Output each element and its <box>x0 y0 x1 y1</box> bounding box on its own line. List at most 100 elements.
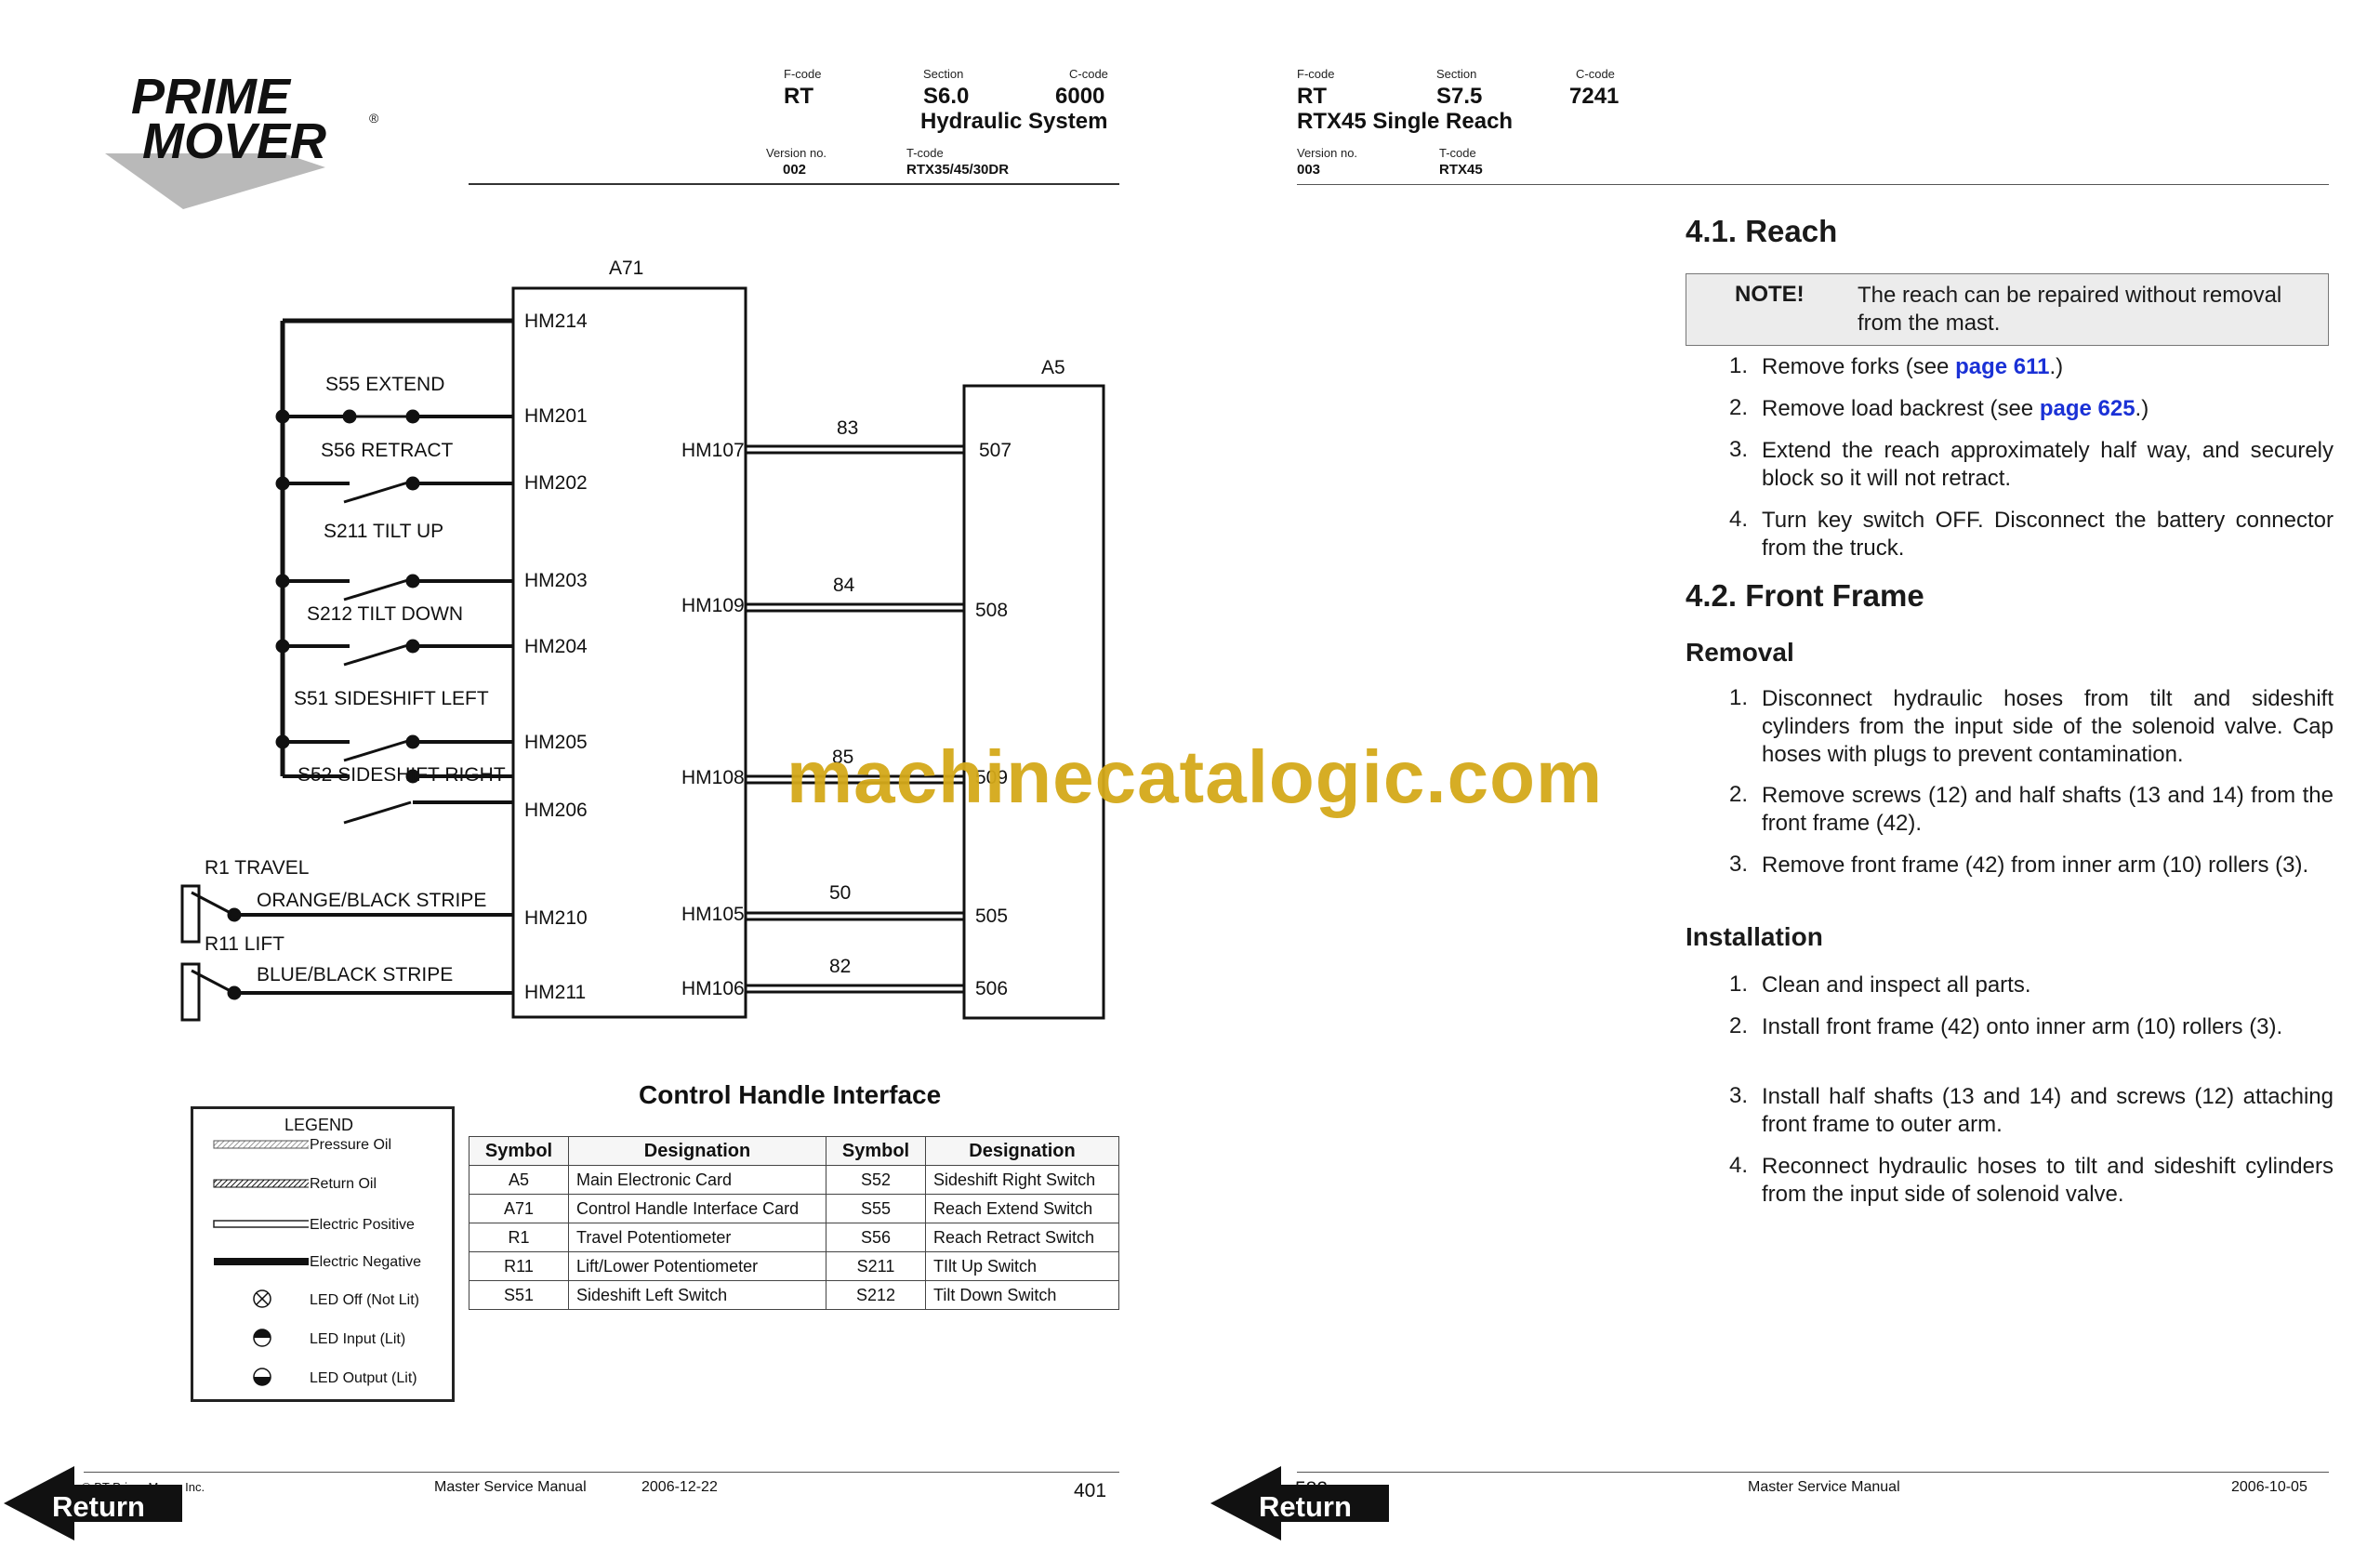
reach-step-2-text: Remove load backrest (see <box>1762 396 2040 421</box>
table-cell: S56 <box>826 1223 926 1252</box>
legend-item-label: Electric Negative <box>310 1254 422 1270</box>
a71-label: A71 <box>609 258 643 279</box>
table-title: Control Handle Interface <box>639 1080 942 1109</box>
install-step-3: Install half shafts (13 and 14) and scre… <box>1762 1084 2334 1137</box>
page-611-link[interactable]: page 611 <box>1955 354 2050 379</box>
table-header: Symbol <box>469 1136 569 1166</box>
install-step-4: Reconnect hydraulic hoses to tilt and si… <box>1762 1154 2334 1207</box>
left-header-rule <box>469 183 1119 185</box>
logo-line2: MOVER <box>142 113 326 169</box>
table-cell: Sideshift Left Switch <box>568 1280 826 1310</box>
a5-box <box>962 384 1105 1020</box>
left-section: S6.0 <box>923 84 970 109</box>
pin-hm105: HM105 <box>681 904 745 925</box>
wire-85: 85 <box>832 747 853 768</box>
wiring-diagram: A71 A5 S55 EXTEND S56 RETRACT S211 TILT … <box>180 258 1105 1022</box>
pin-hm214: HM214 <box>524 311 588 332</box>
table-cell: Reach Extend Switch <box>925 1194 1119 1223</box>
left-footer-page: 401 <box>1074 1480 1107 1501</box>
install-step-number: 2. <box>1729 1013 1749 1038</box>
left-return-button[interactable]: Return <box>0 1464 186 1542</box>
left-tcode: RTX35/45/30DR <box>906 162 1010 178</box>
right-ccode: 7241 <box>1569 84 1620 109</box>
a5-label: A5 <box>1041 357 1065 378</box>
switch-s55-label: S55 EXTEND <box>325 374 444 395</box>
table-header: Symbol <box>826 1136 926 1166</box>
pin-hm108: HM108 <box>681 767 745 788</box>
pin-hm205: HM205 <box>524 732 588 753</box>
right-ccode-label: C-code <box>1576 67 1615 81</box>
table-cell: R11 <box>469 1251 569 1281</box>
left-footer-date: 2006-12-22 <box>641 1479 718 1495</box>
logo-line1: PRIME <box>131 69 292 125</box>
table-cell: Reach Retract Switch <box>925 1223 1119 1252</box>
right-footer-manual: Master Service Manual <box>1748 1479 1900 1495</box>
table-cell: Main Electronic Card <box>568 1165 826 1195</box>
left-fcode: RT <box>784 84 813 109</box>
left-fcode-label: F-code <box>784 67 822 81</box>
table-cell: Control Handle Interface Card <box>568 1194 826 1223</box>
table-row: A71 Control Handle Interface Card S55 Re… <box>469 1194 1119 1223</box>
left-version: 002 <box>783 162 807 178</box>
watermark: machinecatalogic.com <box>787 735 1604 818</box>
right-footer-rule <box>1297 1472 2329 1473</box>
reach-step-number: 4. <box>1729 507 1749 532</box>
right-return-label: Return <box>1259 1490 1352 1523</box>
left-footer-rule <box>84 1472 1119 1473</box>
legend-item-label: Return Oil <box>310 1176 377 1192</box>
install-step-number: 1. <box>1729 972 1749 997</box>
led-off-icon <box>253 1289 271 1308</box>
right-return-arrow-icon <box>1210 1466 1389 1540</box>
electric-positive-symbol <box>213 1220 309 1228</box>
table-cell: S211 <box>826 1251 926 1281</box>
reach-step-1-end: .) <box>2049 354 2064 379</box>
left-ccode-label: C-code <box>1069 67 1108 81</box>
interconnect-wires <box>746 444 964 994</box>
table-cell: S55 <box>826 1194 926 1223</box>
pin-hm107: HM107 <box>681 440 745 461</box>
switch-s51-label: S51 SIDESHIFT LEFT <box>294 688 489 709</box>
electric-negative-symbol <box>214 1258 309 1265</box>
left-title: Hydraulic System <box>920 109 1108 134</box>
right-fcode-label: F-code <box>1297 67 1335 81</box>
right-section: S7.5 <box>1436 84 1483 109</box>
reach-step-number: 3. <box>1729 437 1749 462</box>
pin-507: 507 <box>979 440 1012 461</box>
wire-83: 83 <box>837 417 858 439</box>
right-return-button[interactable]: Return <box>1207 1464 1393 1542</box>
reach-step-2-end: .) <box>2135 396 2149 421</box>
removal-step-number: 3. <box>1729 852 1749 877</box>
logo-graphic: PRIME MOVER ® <box>105 69 379 209</box>
reach-step-number: 1. <box>1729 353 1749 378</box>
reach-step-2: Remove load backrest (see page 625.) <box>1762 395 2334 423</box>
pin-505: 505 <box>975 906 1008 927</box>
left-tcode-label: T-code <box>906 146 944 160</box>
switch-s212-label: S212 TILT DOWN <box>307 603 463 625</box>
legend-box: LEGEND Pressure Oil Return Oil El <box>191 1106 455 1402</box>
pin-hm211: HM211 <box>524 982 586 1003</box>
removal-heading: Removal <box>1686 638 1794 667</box>
pot-r11-label: R11 LIFT <box>205 933 284 955</box>
a71-box <box>511 286 747 1019</box>
right-tcode: RTX45 <box>1439 162 1483 178</box>
right-fcode: RT <box>1297 84 1327 109</box>
table-header: Designation <box>925 1136 1119 1166</box>
page-625-link[interactable]: page 625 <box>2039 396 2135 421</box>
prime-mover-logo: PRIME MOVER ® <box>98 65 395 214</box>
left-footer-manual: Master Service Manual <box>434 1479 587 1495</box>
pot-r1-wire-label: ORANGE/BLACK STRIPE <box>257 890 486 911</box>
right-header-rule <box>1297 184 2329 185</box>
pin-hm203: HM203 <box>524 570 588 591</box>
front-frame-heading: 4.2. Front Frame <box>1686 578 1924 613</box>
legend-item-label: Electric Positive <box>310 1217 415 1233</box>
pin-hm106: HM106 <box>681 978 745 999</box>
pin-509: 509 <box>975 767 1008 788</box>
table-row: R1 Travel Potentiometer S56 Reach Retrac… <box>469 1223 1119 1252</box>
right-version-label: Version no. <box>1297 146 1358 160</box>
right-footer-date: 2006-10-05 <box>2231 1479 2307 1495</box>
pot-r11-wire-label: BLUE/BLACK STRIPE <box>257 964 453 985</box>
wire-50: 50 <box>829 882 851 904</box>
pin-hm204: HM204 <box>524 636 588 657</box>
pin-506: 506 <box>975 978 1008 999</box>
legend-title: LEGEND <box>284 1116 354 1134</box>
